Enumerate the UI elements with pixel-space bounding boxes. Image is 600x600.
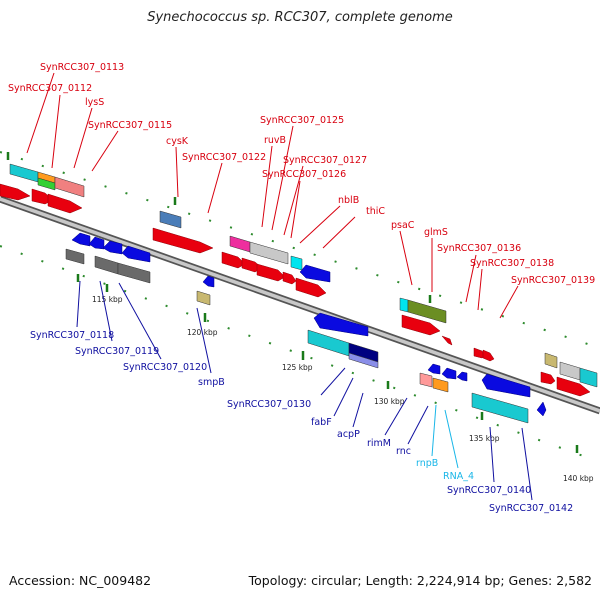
gene-arrow bbox=[221, 251, 246, 269]
gene-arrow bbox=[202, 275, 215, 288]
gene-arrow bbox=[441, 335, 453, 346]
gene-label: SynRCC307_0139 bbox=[511, 275, 595, 286]
gene-label: fabF bbox=[311, 417, 332, 428]
gene-block bbox=[65, 248, 85, 265]
gene-label: SynRCC307_0122 bbox=[182, 152, 266, 163]
gene-label: RNA_4 bbox=[443, 471, 474, 482]
gene-label: SynRCC307_0126 bbox=[262, 169, 346, 180]
gene-arrow bbox=[152, 227, 214, 254]
gene-label: SynRCC307_0115 bbox=[88, 120, 172, 131]
gene-arrow bbox=[295, 277, 327, 298]
gene-block bbox=[307, 329, 350, 357]
gene-block bbox=[9, 163, 39, 183]
gene-label: rnpB bbox=[416, 458, 438, 469]
gene-block bbox=[196, 290, 211, 306]
gene-label: ruvB bbox=[264, 135, 286, 146]
gene-arrow bbox=[540, 371, 556, 385]
gene-label: thiC bbox=[366, 206, 385, 217]
gene-arrow bbox=[401, 314, 441, 336]
gene-arrow bbox=[427, 363, 441, 375]
accession-text: Accession: NC_009482 bbox=[9, 573, 152, 588]
top-labels: SynRCC307_0113 SynRCC307_0112 lysS SynRC… bbox=[8, 62, 595, 286]
gene-label: SynRCC307_0142 bbox=[489, 503, 573, 514]
gene-arrow bbox=[71, 232, 91, 247]
gene-label: acpP bbox=[337, 429, 360, 440]
bottom-leader-lines bbox=[76, 280, 429, 445]
gene-label: SynRCC307_0112 bbox=[8, 83, 92, 94]
gene-block bbox=[432, 377, 449, 393]
gene-block bbox=[419, 372, 433, 388]
gene-label: SynRCC307_0120 bbox=[123, 362, 207, 373]
gene-label: SynRCC307_0119 bbox=[75, 346, 159, 357]
gene-label: SynRCC307_0125 bbox=[260, 115, 344, 126]
topology-text: Topology: circular; Length: 2,224,914 bp… bbox=[248, 573, 592, 588]
map-title: Synechococcus sp. RCC307, complete genom… bbox=[147, 10, 453, 25]
gene-label: rnc bbox=[396, 446, 411, 457]
gene-block bbox=[54, 176, 85, 198]
bottom-labels: SynRCC307_0118 SynRCC307_0119 SynRCC307_… bbox=[30, 330, 573, 514]
tick-label: 130 kbp bbox=[374, 397, 405, 406]
tick-label: 140 kbp bbox=[563, 474, 594, 483]
gene-block bbox=[559, 361, 581, 381]
gene-arrow bbox=[47, 193, 83, 214]
gene-arrow bbox=[88, 236, 105, 250]
gene-block bbox=[229, 235, 251, 253]
gene-label: cysK bbox=[166, 136, 189, 147]
gene-block bbox=[94, 255, 119, 275]
forward-genes bbox=[0, 183, 591, 397]
rna-leader-lines bbox=[431, 404, 459, 469]
gene-arrow bbox=[299, 264, 331, 283]
gene-arrow bbox=[256, 263, 286, 282]
gene-block bbox=[37, 177, 56, 191]
bottom-leader-lines-2 bbox=[489, 426, 533, 501]
cog-blocks bbox=[9, 163, 598, 424]
gene-block bbox=[399, 297, 409, 313]
gene-block bbox=[159, 210, 182, 229]
gene-label: lysS bbox=[85, 97, 104, 108]
gene-label: smpB bbox=[198, 377, 225, 388]
gene-arrow bbox=[102, 240, 123, 255]
gene-block bbox=[117, 262, 151, 284]
gene-block bbox=[290, 255, 303, 271]
gene-block bbox=[249, 241, 289, 265]
gene-label: SynRCC307_0130 bbox=[227, 399, 311, 410]
gene-block bbox=[407, 299, 447, 324]
gene-block bbox=[544, 352, 558, 369]
gene-arrow bbox=[121, 245, 151, 263]
tick-marks bbox=[6, 152, 579, 453]
tick-label: 135 kbp bbox=[469, 434, 500, 443]
gene-block bbox=[579, 367, 598, 388]
gene-label: psaC bbox=[391, 220, 415, 231]
gene-arrow bbox=[481, 373, 531, 398]
gene-block bbox=[348, 352, 379, 369]
genome-backbone bbox=[0, 195, 600, 415]
tick-label: 115 kbp bbox=[92, 295, 123, 304]
gene-label: SynRCC307_0127 bbox=[283, 155, 367, 166]
gene-label: rimM bbox=[367, 438, 391, 449]
tick-label: 125 kbp bbox=[282, 363, 313, 372]
gene-arrow bbox=[482, 349, 495, 362]
gene-label: SynRCC307_0136 bbox=[437, 243, 521, 254]
gene-label: SynRCC307_0140 bbox=[447, 485, 531, 496]
top-leader-lines bbox=[26, 72, 519, 319]
gene-label: glmS bbox=[424, 227, 448, 238]
gene-arrow bbox=[441, 367, 457, 380]
gene-arrow bbox=[0, 183, 31, 201]
gene-arrow bbox=[456, 371, 468, 382]
gene-arrow bbox=[556, 376, 591, 397]
gene-arrow bbox=[536, 401, 547, 417]
gene-block bbox=[471, 392, 529, 424]
gene-arrow bbox=[282, 271, 297, 285]
gene-label: SynRCC307_0113 bbox=[40, 62, 124, 73]
gene-label: SynRCC307_0118 bbox=[30, 330, 114, 341]
reverse-genes bbox=[71, 232, 547, 417]
gene-label: nblB bbox=[338, 195, 359, 206]
gene-arrow bbox=[313, 312, 369, 337]
gene-label: SynRCC307_0138 bbox=[470, 258, 554, 269]
